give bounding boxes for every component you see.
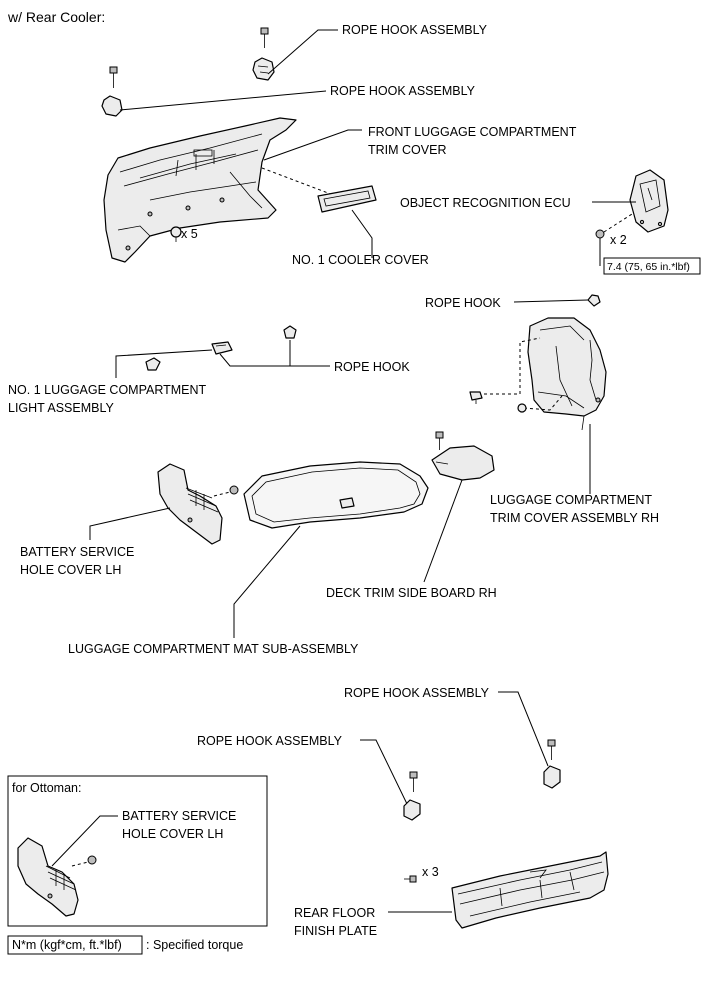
label-rope-hook-left: ROPE HOOK — [334, 360, 410, 374]
label-light-assembly-line2: LIGHT ASSEMBLY — [8, 401, 114, 415]
no1-cooler-cover — [317, 185, 377, 213]
torque-value-ecu: 7.4 (75, 65 in.*lbf) — [607, 261, 690, 273]
legend-description: : Specified torque — [146, 938, 243, 952]
clip-icon — [145, 357, 161, 371]
ottoman-inset-frame — [7, 775, 268, 927]
luggage-compartment-mat — [243, 461, 429, 529]
label-rear-floor-plate-line2: FINISH PLATE — [294, 924, 377, 938]
luggage-light-assembly — [211, 341, 233, 355]
bolt-icon — [260, 27, 269, 48]
rope-hook-left — [283, 325, 297, 339]
bolt-icon — [547, 739, 556, 760]
screw-icon — [595, 229, 605, 239]
label-luggage-mat: LUGGAGE COMPARTMENT MAT SUB-ASSEMBLY — [68, 642, 359, 656]
label-object-recognition-ecu: OBJECT RECOGNITION ECU — [400, 196, 571, 210]
label-battery-cover-line1: BATTERY SERVICE — [20, 545, 134, 559]
label-front-trim-cover-line1: FRONT LUGGAGE COMPARTMENT — [368, 125, 577, 139]
object-recognition-ecu — [629, 169, 669, 233]
rear-floor-finish-plate — [451, 851, 609, 929]
screw-icon — [404, 875, 417, 883]
ottoman-heading: for Ottoman: — [12, 781, 81, 795]
screw-icon — [229, 485, 239, 495]
label-rope-hook-assembly-bottom-1: ROPE HOOK ASSEMBLY — [344, 686, 490, 700]
label-rope-hook-assembly-top-1: ROPE HOOK ASSEMBLY — [342, 23, 488, 37]
label-no1-cooler-cover: NO. 1 COOLER COVER — [292, 253, 429, 267]
bolt-icon — [409, 771, 418, 792]
screw-icon — [87, 855, 97, 865]
label-trim-cover-rh-line2: TRIM COVER ASSEMBLY RH — [490, 511, 659, 525]
label-trim-cover-rh-line1: LUGGAGE COMPARTMENT — [490, 493, 652, 507]
bolt-icon — [109, 66, 118, 88]
rope-hook-assembly-top-2 — [101, 66, 123, 117]
legend-unit-text: N*m (kgf*cm, ft.*lbf) — [12, 938, 122, 952]
clip-icon — [469, 391, 483, 404]
label-ottoman-battery-cover-line2: HOLE COVER LH — [122, 827, 223, 841]
label-deck-trim-side-board: DECK TRIM SIDE BOARD RH — [326, 586, 497, 600]
clip-icon — [517, 403, 527, 413]
legend-unit-box — [7, 935, 143, 955]
label-front-trim-cover-line2: TRIM COVER — [368, 143, 446, 157]
variant-heading: w/ Rear Cooler: — [7, 9, 105, 25]
ecu-screws-qty: x 2 — [610, 233, 627, 247]
battery-service-hole-cover-lh — [157, 463, 223, 545]
label-rope-hook-right: ROPE HOOK — [425, 296, 501, 310]
rope-hook-assembly-bottom-1 — [543, 739, 561, 789]
label-rear-floor-plate-line1: REAR FLOOR — [294, 906, 375, 920]
front-luggage-trim-cover — [103, 117, 297, 263]
label-rope-hook-assembly-bottom-2: ROPE HOOK ASSEMBLY — [197, 734, 343, 748]
label-ottoman-battery-cover-line1: BATTERY SERVICE — [122, 809, 236, 823]
ottoman-battery-service-hole-cover-lh — [17, 837, 79, 917]
rope-hook-assembly-top-1 — [252, 27, 275, 81]
rope-hook-right — [587, 294, 601, 307]
label-battery-cover-line2: HOLE COVER LH — [20, 563, 121, 577]
label-rope-hook-assembly-top-2: ROPE HOOK ASSEMBLY — [330, 84, 476, 98]
clip-icon — [170, 226, 182, 242]
front-trim-clips-qty: x 5 — [181, 227, 198, 241]
luggage-trim-cover-rh — [527, 317, 607, 431]
deck-trim-side-board-rh — [431, 445, 495, 481]
bolt-icon — [435, 431, 444, 450]
rope-hook-assembly-bottom-2 — [403, 771, 421, 821]
torque-box-ecu — [603, 257, 701, 275]
label-light-assembly-line1: NO. 1 LUGGAGE COMPARTMENT — [8, 383, 207, 397]
rear-plate-screws-qty: x 3 — [422, 865, 439, 879]
